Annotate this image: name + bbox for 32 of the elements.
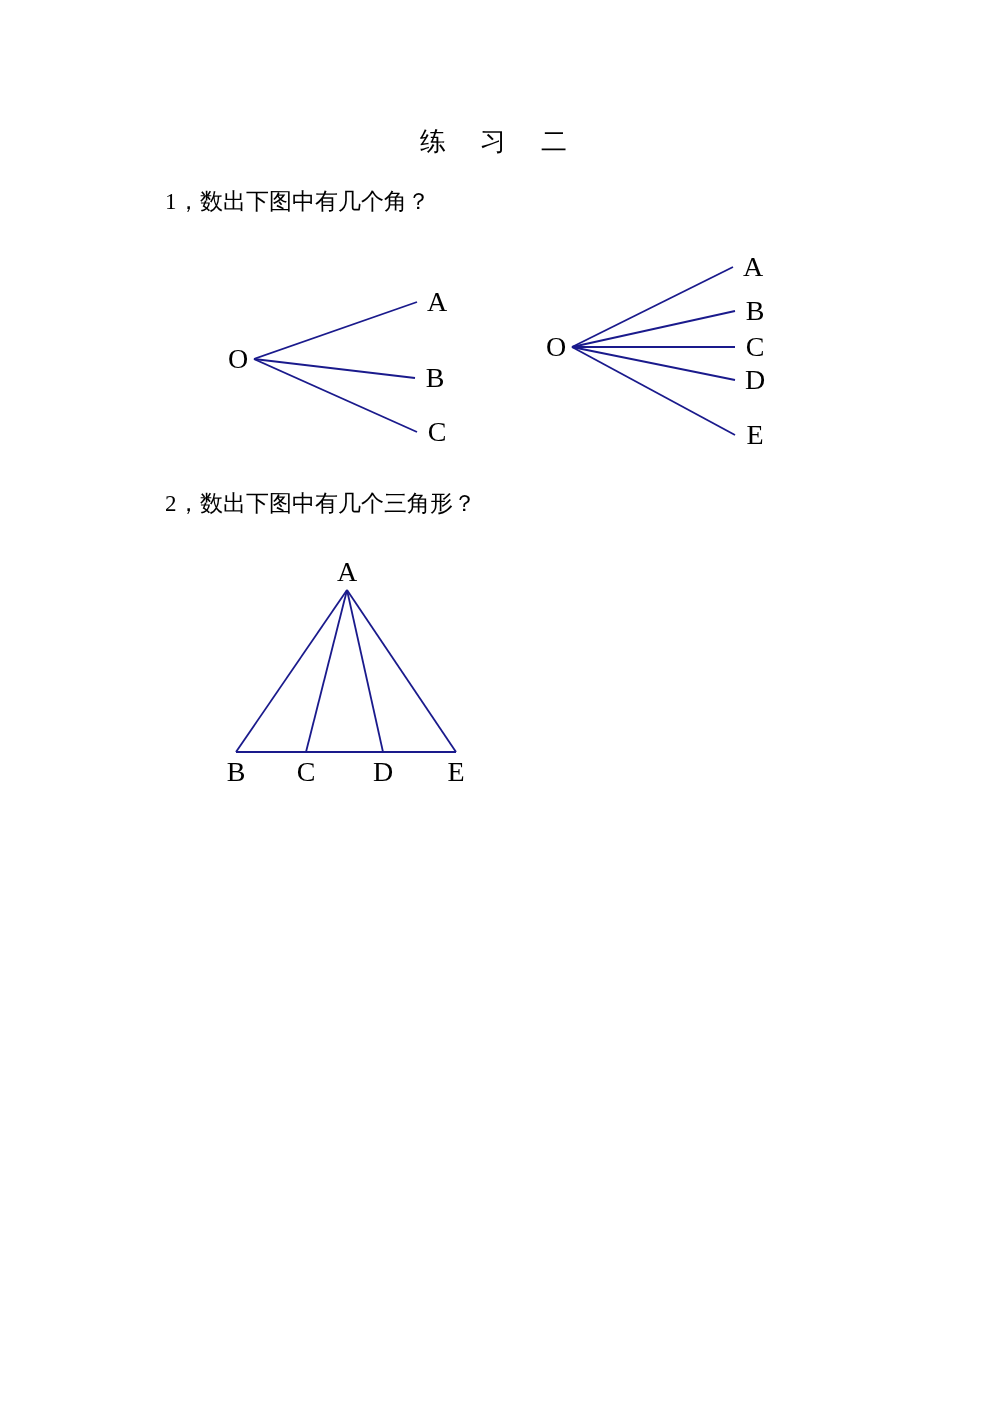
line-segment (305, 751, 384, 753)
line-segment (571, 346, 736, 436)
line-segment (253, 358, 416, 379)
line-segment (235, 751, 307, 753)
line-segment (382, 751, 457, 753)
point-label: E (735, 420, 775, 450)
point-label: B (216, 752, 256, 792)
line-segment (571, 346, 736, 381)
point-label: C (417, 416, 457, 448)
line-segment (571, 266, 734, 348)
point-label: A (417, 286, 457, 318)
line-segment (305, 589, 348, 753)
question-text: 1，数出下图中有几个角？ (165, 188, 430, 216)
point-label: O (222, 344, 254, 374)
point-label: O (540, 332, 572, 362)
point-label: B (735, 296, 775, 326)
line-segment (346, 589, 384, 753)
line-segment (571, 346, 736, 348)
line-segment (346, 589, 457, 753)
line-segment (235, 589, 348, 753)
line-segment (253, 301, 418, 360)
point-label: A (733, 252, 773, 282)
point-label: D (363, 752, 403, 792)
point-label: D (735, 365, 775, 395)
point-label: C (735, 332, 775, 362)
point-label: B (415, 362, 455, 394)
worksheet-title: 练 习 二 (418, 126, 582, 158)
point-label: E (436, 752, 476, 792)
question-text: 2，数出下图中有几个三角形？ (165, 490, 476, 518)
point-label: C (286, 752, 326, 792)
line-segment (253, 358, 418, 433)
point-label: A (327, 554, 367, 590)
